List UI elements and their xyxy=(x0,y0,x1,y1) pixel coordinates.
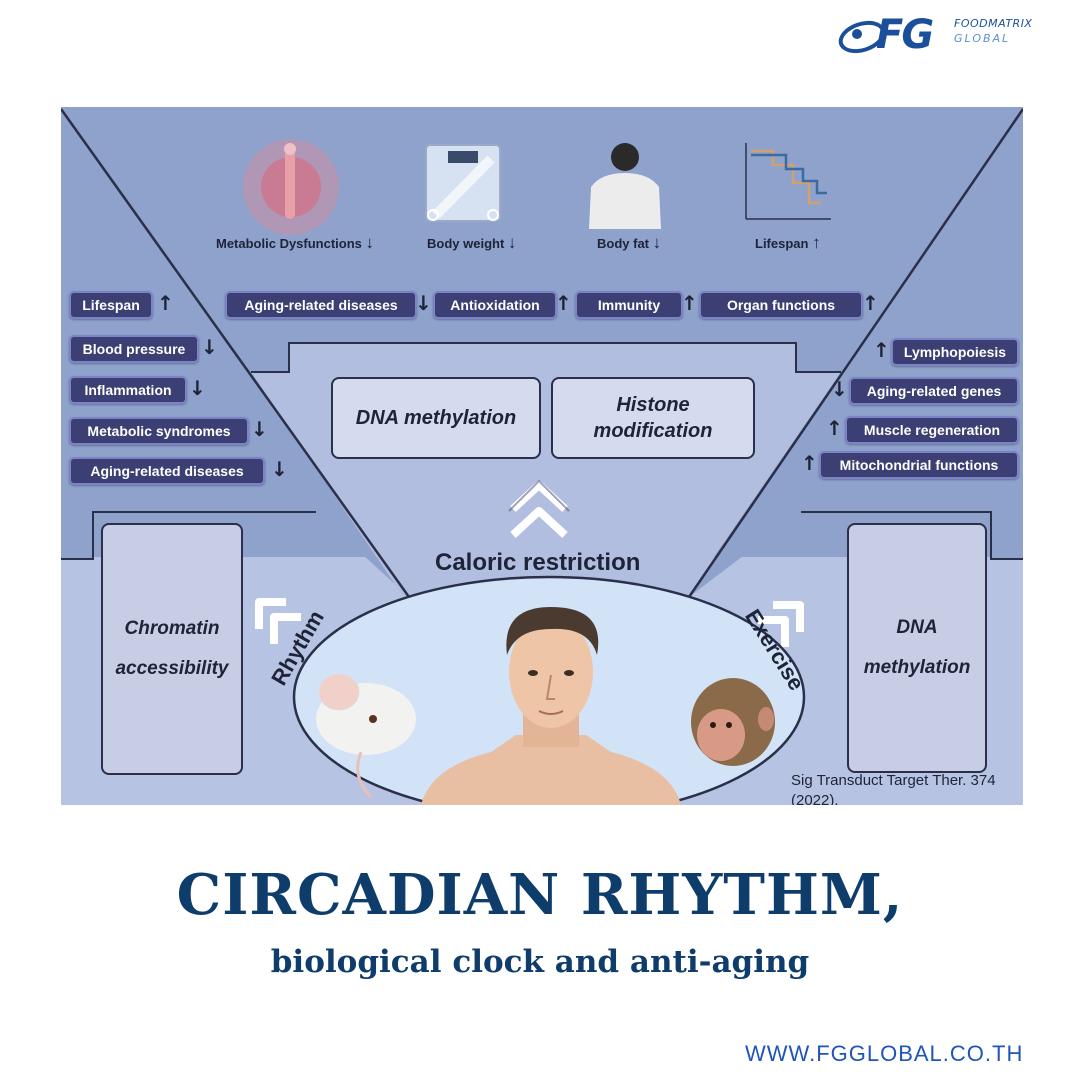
arrow-down-icon: ↓ xyxy=(365,233,375,252)
pill-immunity: Immunity xyxy=(575,291,683,319)
page-title: CIRCADIAN RHYTHM, xyxy=(176,862,904,928)
arrow-up-icon: ↑ xyxy=(826,416,843,440)
pill-aging-related-diseases: Aging-related diseases xyxy=(225,291,417,319)
pill-blood-pressure: Blood pressure xyxy=(69,335,199,363)
arrow-down-icon: ↓ xyxy=(507,233,517,252)
pill-inflammation: Inflammation xyxy=(69,376,187,404)
arrow-up-icon: ↑ xyxy=(157,291,174,315)
human-figure-icon xyxy=(421,607,681,805)
pill-aging-related-diseases-left: Aging-related diseases xyxy=(69,457,265,485)
arrow-down-icon: ↓ xyxy=(189,376,206,400)
pill-metabolic-syndromes: Metabolic syndromes xyxy=(69,417,249,445)
box-dna-methylation-center: DNA methylation xyxy=(331,377,541,459)
website-link[interactable]: WWW.FGGLOBAL.CO.TH xyxy=(745,1041,1024,1066)
mouse-icon xyxy=(316,673,416,799)
arrow-up-icon: ↑ xyxy=(681,291,698,315)
pill-lymphopoiesis: Lymphopoiesis xyxy=(891,338,1019,366)
chevron-up-icon xyxy=(510,481,568,538)
brand-logo: FG FOODMATRIX GLOBAL xyxy=(834,12,1036,59)
chevron-left-icon xyxy=(255,598,301,644)
arrow-down-icon: ↓ xyxy=(271,457,288,481)
arrow-down-icon: ↓ xyxy=(652,233,662,252)
pill-aging-related-genes: Aging-related genes xyxy=(849,377,1019,405)
citation: Sig Transduct Target Ther. 374 (2022). xyxy=(791,772,996,805)
arrow-down-icon: ↓ xyxy=(251,417,268,441)
pill-organ-functions: Organ functions xyxy=(699,291,863,319)
arrow-down-icon: ↓ xyxy=(201,335,218,359)
scale-icon xyxy=(425,144,501,222)
monkey-icon xyxy=(691,678,775,766)
arrow-down-icon: ↓ xyxy=(831,377,848,401)
person-silhouette-icon xyxy=(589,143,661,229)
survival-curve-icon xyxy=(745,143,831,220)
page-subtitle: biological clock and anti-aging xyxy=(270,944,810,980)
pill-antioxidation: Antioxidation xyxy=(433,291,557,319)
arrow-up-icon: ↑ xyxy=(812,233,821,252)
arrow-up-icon: ↑ xyxy=(873,338,890,362)
arrow-up-icon: ↑ xyxy=(862,291,879,315)
organ-inflammation-icon xyxy=(243,139,339,235)
label-body-fat: Body fat ↓ xyxy=(597,233,662,252)
label-metabolic-dysfunctions: Metabolic Dysfunctions ↓ xyxy=(216,233,375,252)
logo-mark: FG xyxy=(876,12,934,58)
chevron-right-icon xyxy=(758,601,804,647)
circadian-diagram: Metabolic Dysfunctions ↓ Body weight ↓ B… xyxy=(61,107,1023,805)
orbit-dot-icon xyxy=(852,29,862,39)
label-lifespan-top: Lifespan ↑ xyxy=(755,233,821,252)
arrow-up-icon: ↑ xyxy=(555,291,572,315)
label-body-weight: Body weight ↓ xyxy=(427,233,517,252)
pill-mitochondrial-functions: Mitochondrial functions xyxy=(819,451,1019,479)
arrow-down-icon: ↓ xyxy=(415,291,432,315)
arrow-up-icon: ↑ xyxy=(801,451,818,475)
pill-lifespan: Lifespan xyxy=(69,291,153,319)
caloric-restriction-label: Caloric restriction xyxy=(435,549,641,576)
pill-muscle-regeneration: Muscle regeneration xyxy=(845,416,1019,444)
logo-text-line2: GLOBAL xyxy=(954,32,1011,45)
logo-text-line1: FOODMATRIX xyxy=(954,17,1033,30)
